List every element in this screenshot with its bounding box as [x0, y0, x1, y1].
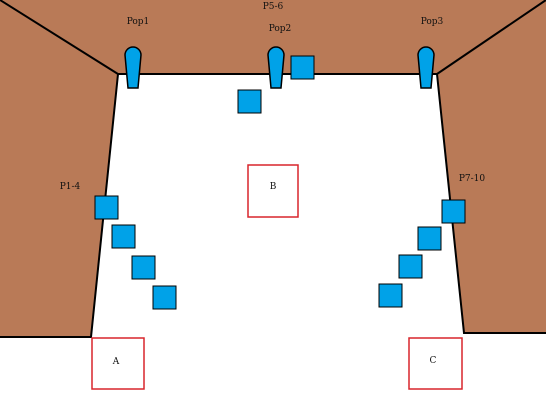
block-p9: [398, 254, 423, 279]
zone-b: [247, 164, 299, 218]
zone-c: [408, 337, 463, 390]
label-p7-10: P7-10: [459, 174, 486, 184]
zones: [91, 164, 463, 390]
blocks: [94, 55, 466, 310]
pop1-icon: [124, 46, 142, 89]
label-zone-a: A: [112, 357, 120, 367]
label-p1-4: P1-4: [60, 182, 81, 192]
block-p3: [131, 255, 156, 280]
pop2-icon: [267, 46, 285, 89]
label-p5-6: P5-6: [263, 2, 284, 12]
block-p1: [94, 195, 119, 220]
pop3-icon: [417, 46, 435, 89]
right-diagonal-edge: [436, 0, 546, 75]
block-p8: [417, 226, 442, 251]
left-diagonal-edge: [0, 0, 119, 75]
pop-towers: [124, 46, 435, 89]
block-p5: [290, 55, 315, 80]
block-p4: [152, 285, 177, 310]
label-pop3: Pop3: [421, 17, 444, 27]
label-zone-c: C: [430, 356, 437, 366]
label-pop2: Pop2: [269, 24, 292, 34]
block-p2: [111, 224, 136, 249]
block-p10: [378, 283, 403, 308]
label-pop1: Pop1: [127, 17, 150, 27]
zone-a: [91, 337, 145, 390]
block-p7: [441, 199, 466, 224]
block-p6: [237, 89, 262, 114]
label-zone-b: B: [270, 182, 277, 192]
